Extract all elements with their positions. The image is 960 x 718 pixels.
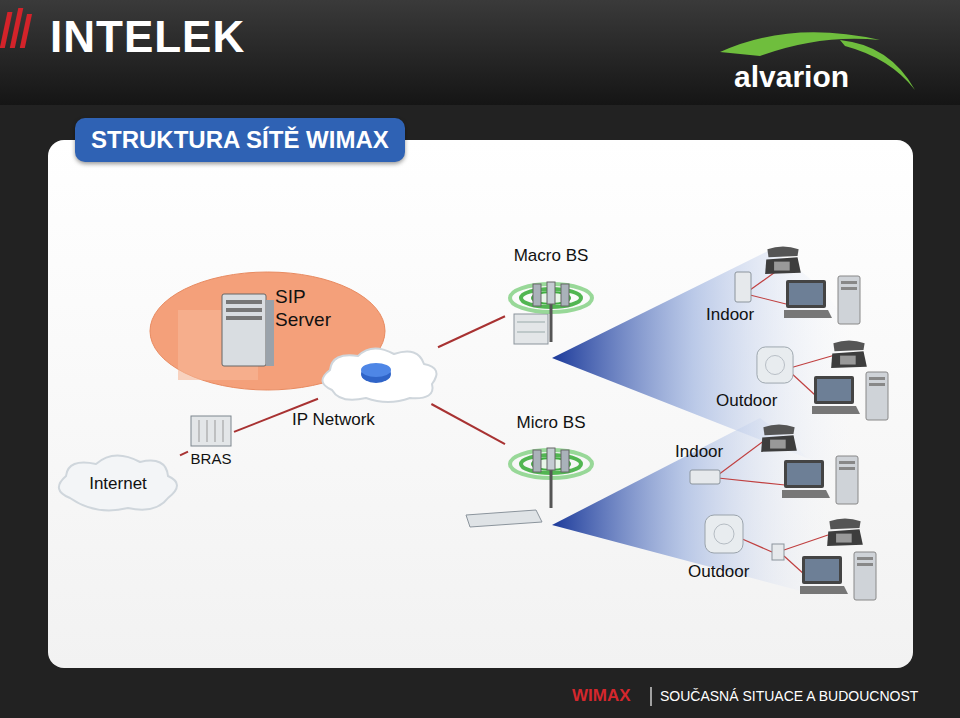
area-label: Outdoor	[716, 391, 777, 411]
network-link	[180, 452, 188, 456]
node-label: IP Network	[292, 410, 412, 430]
node-label: SIP Server	[275, 286, 357, 332]
node-label: Micro BS	[495, 413, 607, 433]
logo-text: INTELEK	[50, 12, 245, 62]
node-label: Internet	[56, 474, 180, 494]
network-node: Micro BS	[505, 412, 597, 526]
node-label: BRAS	[176, 450, 246, 468]
network-link	[438, 316, 505, 347]
footer-text: WIMAX	[572, 686, 631, 706]
network-link	[431, 404, 505, 444]
logo-text: alvarion	[734, 60, 849, 94]
network-node: IP Network	[318, 346, 438, 404]
node-label: Macro BS	[495, 246, 607, 266]
footer-text: SOUČASNÁ SITUACE A BUDOUCNOST	[660, 688, 918, 704]
area-label: Indoor	[706, 305, 754, 325]
area-label: Outdoor	[688, 562, 749, 582]
area-label: Indoor	[675, 442, 723, 462]
node-icon	[318, 346, 438, 404]
title-banner: STRUKTURA SÍTĚ WIMAX	[75, 118, 405, 162]
network-node: Internet	[56, 452, 180, 516]
network-node: BRAS	[188, 412, 234, 470]
network-node: Macro BS	[505, 246, 597, 344]
